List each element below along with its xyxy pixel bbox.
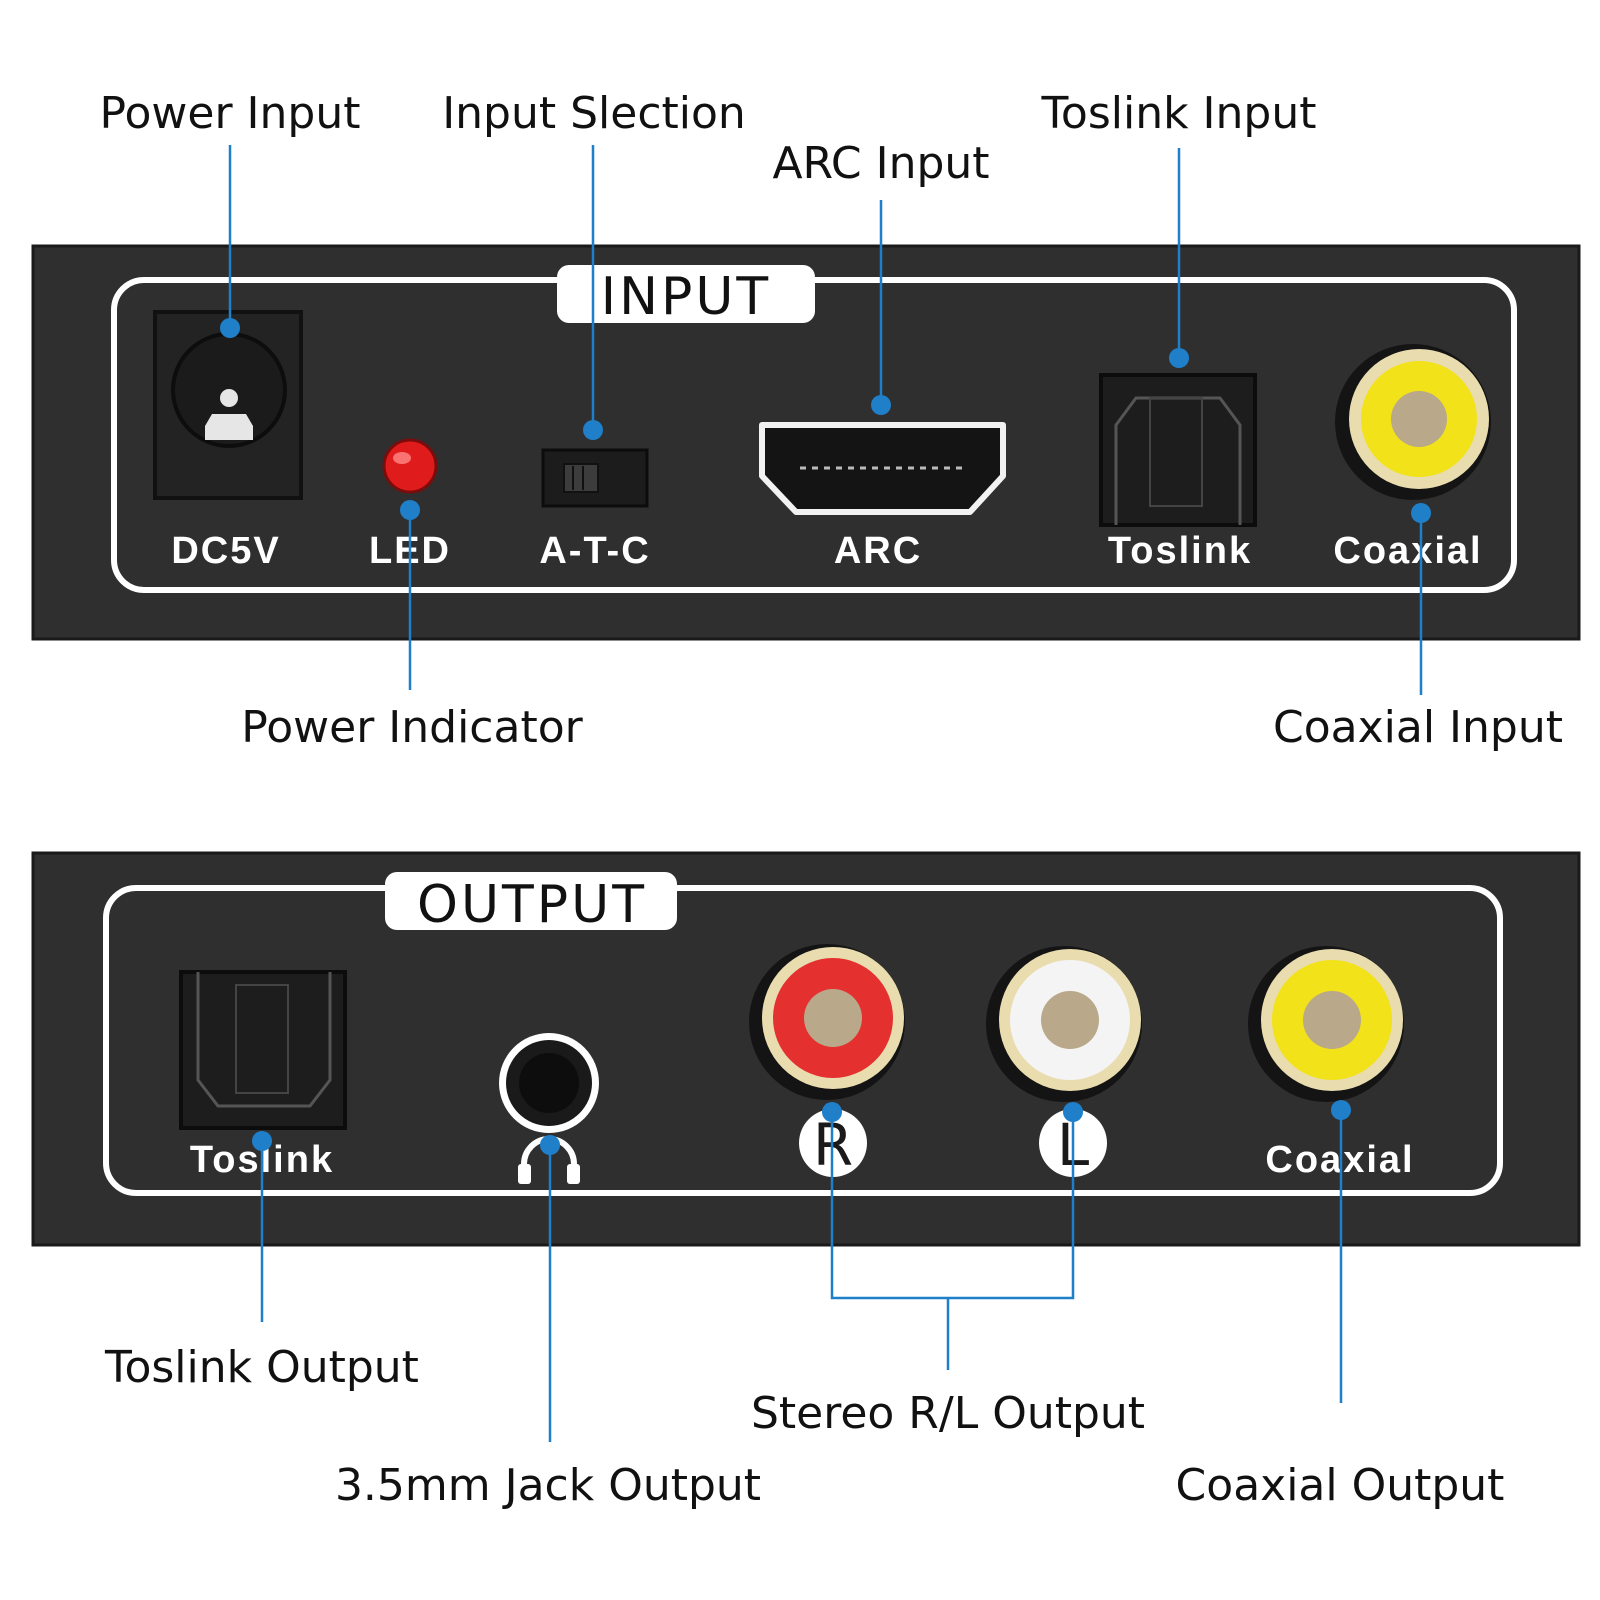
jack-output-callout: 3.5mm Jack Output — [335, 1460, 761, 1511]
toslink-input-dot — [1169, 348, 1189, 368]
headphone-icon — [518, 1136, 580, 1184]
rca-jack-icon — [1335, 344, 1491, 500]
output-frame — [103, 885, 1503, 1196]
toslink-input-callout: Toslink Input — [1041, 88, 1317, 139]
input-selection-callout: Input Slection — [442, 88, 746, 139]
slide-switch-icon[interactable] — [541, 448, 649, 508]
callout-labels: Power Input Input Slection ARC Input Tos… — [100, 88, 1563, 1511]
coaxial-input-dot — [1411, 503, 1431, 523]
dc-jack-icon — [153, 310, 303, 500]
arc-port-label: ARC — [834, 530, 922, 572]
leader-lines — [220, 145, 1431, 1442]
output-title: OUTPUT — [417, 875, 647, 935]
coaxial-output-callout: Coaxial Output — [1176, 1460, 1505, 1511]
output-title-box — [385, 872, 677, 930]
power-indicator-dot — [400, 500, 420, 520]
input-title-box — [557, 265, 815, 323]
power-indicator-callout: Power Indicator — [241, 702, 583, 753]
left-output-dot — [1063, 1102, 1083, 1122]
output-panel: OUTPUT Toslink R — [31, 851, 1581, 1247]
input-selection-dot — [583, 420, 603, 440]
dc-port-label: DC5V — [171, 530, 280, 572]
arc-input-callout: ARC Input — [772, 138, 989, 189]
toslink-input-label: Toslink — [1108, 530, 1252, 572]
switch-label: A-T-C — [539, 530, 650, 572]
arc-input-dot — [871, 395, 891, 415]
toslink-output-dot — [252, 1131, 272, 1151]
led-icon — [382, 438, 438, 494]
coaxial-input-callout: Coaxial Input — [1273, 702, 1563, 753]
toslink-port-icon — [1099, 373, 1257, 527]
right-output-dot — [822, 1102, 842, 1122]
coaxial-output-dot — [1331, 1100, 1351, 1120]
rca-jack-icon — [1248, 946, 1404, 1102]
input-title: INPUT — [601, 267, 771, 327]
coaxial-output-label: Coaxial — [1265, 1139, 1414, 1181]
rca-jack-icon — [749, 944, 905, 1100]
toslink-output-callout: Toslink Output — [104, 1342, 419, 1393]
input-panel: INPUT DC5V LED A-T-C ARC — [31, 244, 1581, 641]
stereo-output-callout: Stereo R/L Output — [751, 1388, 1145, 1439]
power-input-callout: Power Input — [100, 88, 361, 139]
coaxial-input-label: Coaxial — [1333, 530, 1482, 572]
jack-output-dot — [540, 1135, 560, 1155]
headphone-jack-icon — [499, 1033, 599, 1133]
power-input-dot — [220, 318, 240, 338]
rca-jack-icon — [986, 946, 1142, 1102]
hdmi-port-icon — [759, 422, 1006, 515]
toslink-port-icon — [179, 970, 347, 1130]
